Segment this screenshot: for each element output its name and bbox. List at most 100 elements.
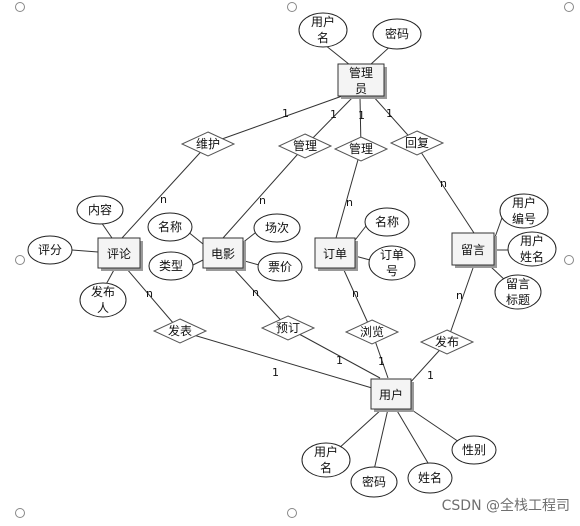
rel-maintain[interactable]: 维护 bbox=[180, 131, 236, 157]
rel-browse[interactable]: 浏览 bbox=[344, 319, 400, 345]
edge-user-gender bbox=[405, 405, 466, 447]
attr-admin-password[interactable]: 密码 bbox=[372, 18, 422, 50]
rel-maintain-label: 维护 bbox=[196, 137, 220, 151]
rel-reply[interactable]: 回复 bbox=[389, 130, 445, 156]
entity-user[interactable]: 用户 bbox=[370, 378, 414, 412]
handle-middle-right[interactable] bbox=[564, 255, 574, 265]
attr-message-user-name[interactable]: 用户 姓名 bbox=[507, 231, 557, 267]
attr-movie-type-label: 类型 bbox=[159, 259, 183, 273]
rel-manage-order[interactable]: 管理 bbox=[333, 136, 389, 162]
attr-comment-publisher-line-1: 发布 bbox=[91, 284, 115, 299]
handle-middle-left[interactable] bbox=[15, 255, 25, 265]
entity-admin[interactable]: 管理 员 bbox=[337, 63, 387, 99]
attr-user-username-line-2: 名 bbox=[320, 460, 332, 475]
edge-manage-movie bbox=[222, 145, 306, 239]
attr-comment-score-label: 评分 bbox=[38, 243, 62, 257]
entity-admin-line-2: 员 bbox=[355, 82, 367, 96]
attr-message-title-line-2: 标题 bbox=[506, 293, 530, 307]
attr-message-user-id-line-1: 用户 bbox=[512, 195, 536, 210]
handle-top-right[interactable] bbox=[564, 2, 574, 12]
edge-admin-maintain bbox=[207, 94, 346, 145]
attr-movie-price[interactable]: 票价 bbox=[257, 252, 303, 282]
entities: 管理 员 评论 电影 订单 留言 用户 bbox=[97, 63, 497, 412]
edge-book-user bbox=[287, 327, 381, 379]
attr-message-title[interactable]: 留言 标题 bbox=[494, 274, 542, 310]
attr-user-gender[interactable]: 性别 bbox=[451, 435, 497, 465]
attr-order-number[interactable]: 订单 号 bbox=[368, 245, 416, 281]
attr-user-password[interactable]: 密码 bbox=[350, 466, 398, 498]
card-book-many: n bbox=[252, 286, 259, 299]
relationships: 维护 管理 管理 回复 发表 预订 浏览 发布 bbox=[152, 130, 475, 355]
edge-comment-publish bbox=[125, 267, 181, 332]
attr-movie-type[interactable]: 类型 bbox=[148, 251, 194, 281]
card-publish-comment-many: n bbox=[146, 287, 153, 300]
attr-admin-username[interactable]: 用户 名 bbox=[298, 12, 348, 48]
edge-user-name bbox=[395, 408, 429, 464]
rel-manage-order-label: 管理 bbox=[349, 141, 373, 156]
entity-comment-label: 评论 bbox=[107, 247, 131, 261]
edge-reply-message bbox=[414, 142, 475, 234]
attr-order-name[interactable]: 名称 bbox=[364, 207, 410, 237]
card-maintain-one: 1 bbox=[282, 107, 289, 120]
attr-comment-publisher[interactable]: 发布 人 bbox=[79, 282, 127, 318]
card-manage-order-one: 1 bbox=[358, 109, 365, 122]
card-manage-order-many: n bbox=[346, 196, 353, 209]
attr-message-title-line-1: 留言 bbox=[506, 277, 530, 291]
attr-user-username-line-1: 用户 bbox=[314, 444, 338, 459]
entity-movie-label: 电影 bbox=[211, 247, 235, 261]
handle-top-left[interactable] bbox=[15, 2, 25, 12]
edge-message-publish bbox=[446, 267, 474, 343]
rel-manage-movie-label: 管理 bbox=[293, 138, 317, 153]
cardinalities: 1 1 1 1 n n n n n n n n 1 1 1 1 bbox=[146, 107, 463, 382]
edge-comment-score bbox=[71, 249, 99, 253]
handle-top-center[interactable] bbox=[287, 2, 297, 12]
attr-user-name[interactable]: 姓名 bbox=[407, 462, 453, 494]
edge-movie-book bbox=[232, 267, 289, 329]
attr-comment-content[interactable]: 内容 bbox=[76, 195, 124, 225]
attr-admin-username-line-1: 用户 bbox=[311, 14, 335, 29]
entity-comment[interactable]: 评论 bbox=[97, 237, 143, 271]
attr-movie-session[interactable]: 场次 bbox=[253, 213, 301, 243]
attr-user-gender-label: 性别 bbox=[462, 443, 486, 457]
rel-browse-label: 浏览 bbox=[360, 324, 384, 339]
attr-comment-content-label: 内容 bbox=[88, 202, 112, 217]
rel-publish-comment[interactable]: 发表 bbox=[152, 318, 208, 344]
attr-message-user-id-line-2: 编号 bbox=[512, 211, 536, 226]
rel-publish-message[interactable]: 发布 bbox=[419, 329, 475, 355]
attr-order-name-label: 名称 bbox=[375, 214, 399, 229]
selection-handles[interactable] bbox=[15, 2, 574, 518]
card-browse-one: 1 bbox=[378, 355, 385, 368]
attr-order-number-line-1: 订单 bbox=[380, 248, 404, 262]
entity-order[interactable]: 订单 bbox=[314, 237, 358, 271]
attr-user-username[interactable]: 用户 名 bbox=[301, 442, 351, 478]
watermark: CSDN @全栈工程司 bbox=[442, 497, 570, 514]
edge-publish-user bbox=[179, 330, 373, 389]
card-manage-movie-one: 1 bbox=[330, 108, 337, 121]
entity-admin-line-1: 管理 bbox=[349, 65, 373, 80]
rel-manage-movie[interactable]: 管理 bbox=[277, 133, 333, 159]
card-publish-message-many: n bbox=[456, 289, 463, 302]
entity-message-label: 留言 bbox=[461, 243, 485, 257]
edge-admin-username bbox=[324, 44, 351, 66]
entity-message[interactable]: 留言 bbox=[451, 232, 497, 268]
card-maintain-many: n bbox=[160, 193, 167, 206]
edge-order-browse bbox=[342, 267, 373, 333]
rel-book-label: 预订 bbox=[276, 321, 300, 335]
card-reply-one: 1 bbox=[386, 107, 393, 120]
card-publish-message-one: 1 bbox=[427, 369, 434, 382]
handle-bottom-center[interactable] bbox=[287, 508, 297, 518]
attr-message-user-id[interactable]: 用户 编号 bbox=[499, 193, 549, 229]
handle-bottom-left[interactable] bbox=[15, 508, 25, 518]
attr-message-user-name-line-2: 姓名 bbox=[520, 249, 544, 264]
entity-movie[interactable]: 电影 bbox=[202, 237, 246, 271]
attr-comment-score[interactable]: 评分 bbox=[27, 235, 73, 265]
attr-admin-password-label: 密码 bbox=[385, 26, 409, 41]
card-browse-many: n bbox=[352, 287, 359, 300]
entity-order-label: 订单 bbox=[323, 247, 347, 261]
attr-movie-name[interactable]: 名称 bbox=[147, 212, 193, 242]
attr-movie-session-label: 场次 bbox=[265, 221, 289, 235]
card-manage-movie-many: n bbox=[259, 194, 266, 207]
rel-book[interactable]: 预订 bbox=[260, 315, 316, 341]
attr-user-password-label: 密码 bbox=[362, 474, 386, 489]
